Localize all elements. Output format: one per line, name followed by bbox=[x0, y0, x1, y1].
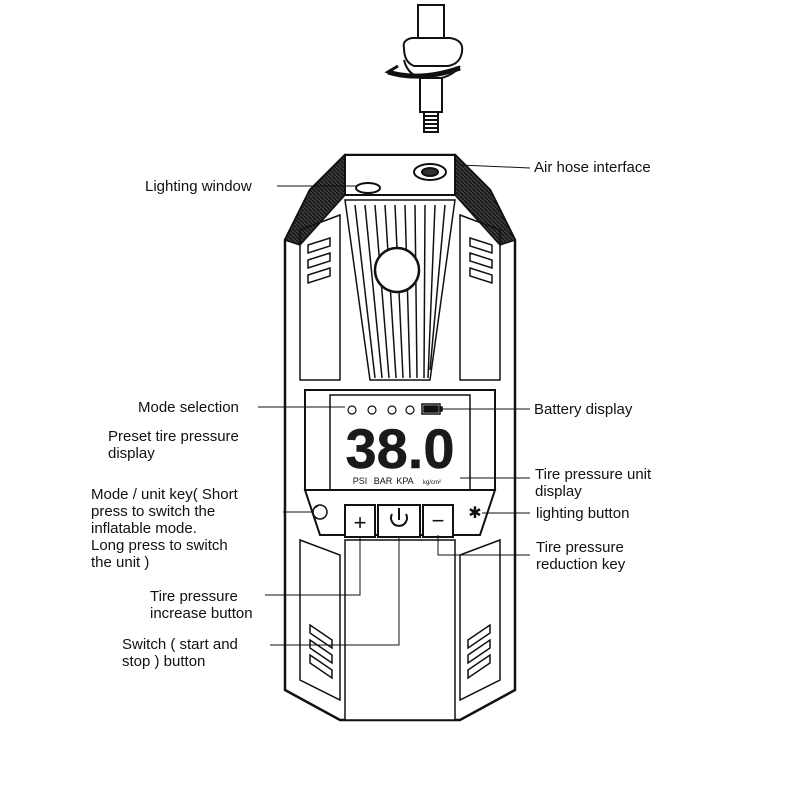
unit-kpa: KPA bbox=[396, 476, 413, 486]
mode-bike-icon bbox=[387, 405, 397, 415]
mode-car-icon bbox=[347, 405, 357, 415]
unit-psi: PSI bbox=[353, 476, 368, 486]
label-switch-button: Switch ( start and stop ) button bbox=[122, 636, 238, 670]
minus-glyph: − bbox=[432, 508, 445, 533]
pressure-reading: 38.0 bbox=[346, 417, 455, 480]
power-icon bbox=[390, 508, 408, 527]
side-panels-upper bbox=[299, 213, 501, 381]
plus-glyph: + bbox=[354, 510, 367, 535]
label-tire-pressure-unit: Tire pressure unit display bbox=[535, 466, 652, 500]
label-preset-tire-pressure: Preset tire pressure display bbox=[108, 428, 239, 462]
label-tire-pressure-increase: Tire pressure increase button bbox=[150, 588, 253, 622]
mode-ball-icon bbox=[405, 405, 415, 415]
mode-moto-icon bbox=[367, 405, 377, 415]
lower-body bbox=[299, 538, 501, 721]
unit-labels: PSI BAR KPA kg/cm² bbox=[353, 476, 441, 486]
unit-bar: BAR bbox=[374, 476, 393, 486]
label-air-hose-interface: Air hose interface bbox=[534, 159, 651, 176]
lcd-panel bbox=[304, 389, 496, 491]
mode-icons bbox=[347, 405, 415, 415]
callout-lines bbox=[258, 164, 531, 646]
top-face bbox=[344, 154, 456, 196]
label-tire-pressure-reduction: Tire pressure reduction key bbox=[536, 539, 626, 573]
lighting-window-lens bbox=[355, 182, 381, 194]
light-icon: ✱ bbox=[468, 505, 481, 522]
air-hose bbox=[384, 4, 464, 133]
label-mode-selection: Mode selection bbox=[138, 399, 239, 416]
vent-grille bbox=[344, 199, 456, 381]
label-lighting-button: lighting button bbox=[536, 505, 630, 522]
label-lighting-window: Lighting window bbox=[145, 178, 252, 195]
label-mode-unit-key: Mode / unit key( Short press to switch t… bbox=[91, 486, 238, 571]
mode-unit-key[interactable] bbox=[312, 504, 328, 520]
unit-kgcm: kg/cm² bbox=[423, 480, 441, 486]
label-battery-display: Battery display bbox=[534, 401, 633, 418]
